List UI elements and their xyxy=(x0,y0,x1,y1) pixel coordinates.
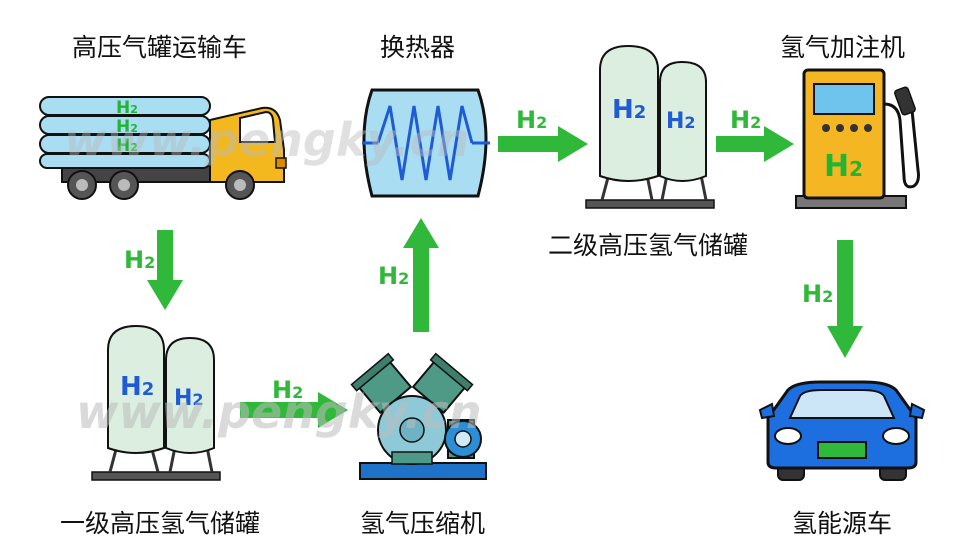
stage2-tank-h2-label-1: H2 xyxy=(612,95,646,125)
dispenser-label: 氢气加注机 xyxy=(780,33,906,62)
truck-h2-label-2: H2 xyxy=(116,117,138,137)
watermark-lower: www.pengky.cn xyxy=(76,385,482,439)
arrow-heat-exchanger-to-stage2-h2: H2 xyxy=(516,106,547,134)
dispenser-h2-label: H2 xyxy=(824,149,863,184)
heat-exchanger xyxy=(362,88,490,198)
truck-h2-label-1: H2 xyxy=(116,98,138,118)
hydrogen-dispenser: H2 xyxy=(795,68,920,209)
arrow-dispenser-to-car: H2 xyxy=(802,240,863,358)
heat-exchanger-label: 换热器 xyxy=(380,33,456,62)
arrow-dispenser-to-car-h2: H2 xyxy=(802,280,833,308)
stage2-tank-label: 二级高压氢气储罐 xyxy=(548,231,749,260)
hydrogen-fuel-cell-car xyxy=(758,380,926,481)
arrow-stage1-to-compressor: H2 xyxy=(240,376,348,428)
arrow-compressor-to-heat-exchanger-h2: H2 xyxy=(378,262,409,290)
truck-h2-label-3: H2 xyxy=(116,136,138,156)
stage1-hydrogen-tanks: H2 H2 xyxy=(91,324,221,481)
arrow-truck-to-stage1: H2 xyxy=(124,230,183,310)
watermark-upper: www.pengky.cn xyxy=(64,113,470,167)
arrow-stage2-to-dispenser: H2 xyxy=(716,106,794,162)
stage1-tank-h2-label-1: H2 xyxy=(120,372,154,402)
vehicle-label: 氢能源车 xyxy=(792,509,893,538)
hydrogen-tube-trailer-truck: H2 H2 H2 xyxy=(39,96,287,200)
stage2-tank-h2-label-2: H2 xyxy=(666,109,696,134)
stage1-tank-label: 一级高压氢气储罐 xyxy=(60,509,261,538)
stage1-tank-h2-label-2: H2 xyxy=(174,386,204,411)
hydrogen-compressor xyxy=(350,352,487,480)
compressor-label: 氢气压缩机 xyxy=(360,509,486,538)
arrow-compressor-to-heat-exchanger: H2 xyxy=(378,218,439,332)
arrow-truck-to-stage1-h2: H2 xyxy=(124,246,155,274)
truck-label: 高压气罐运输车 xyxy=(72,33,248,62)
arrow-heat-exchanger-to-stage2: H2 xyxy=(498,106,588,162)
arrow-stage1-to-compressor-h2: H2 xyxy=(272,376,303,404)
arrow-stage2-to-dispenser-h2: H2 xyxy=(730,106,761,134)
stage2-hydrogen-tanks: H2 H2 xyxy=(585,44,715,209)
